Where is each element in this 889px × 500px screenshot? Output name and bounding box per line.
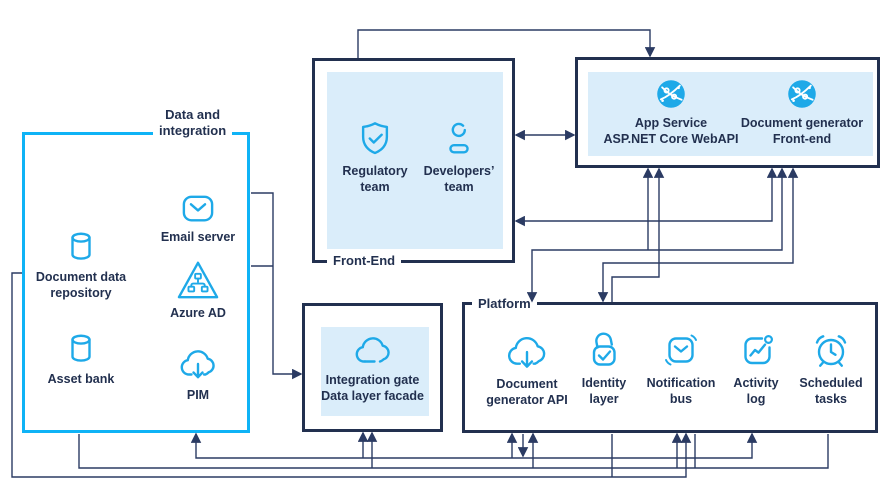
cloud-icon (348, 330, 398, 370)
group-data-and-integration: Data and integration Document data repos… (22, 106, 250, 433)
database-icon (64, 229, 98, 265)
node-label: Regulatory team (342, 164, 408, 194)
node-label: Scheduled tasks (799, 376, 863, 406)
person-icon (440, 119, 478, 159)
node-azure-ad: Azure AD (142, 259, 254, 321)
node-regulatory-team: Regulatory team (332, 119, 418, 195)
node-activity-log: Activity log (710, 330, 802, 407)
node-label: Document generator API (486, 377, 568, 407)
node-label: Developers’ team (423, 164, 495, 194)
node-label: Document data repository (35, 270, 127, 300)
group-front-end: Front-End Regulatory team Developers’ te… (312, 58, 515, 270)
node-document-data-repository: Document data repository (25, 229, 137, 301)
alarm-clock-icon (811, 330, 851, 370)
node-label: Notification bus (646, 376, 716, 406)
node-integration-gate: Integration gate Data layer facade (310, 330, 435, 404)
group-title-data-and-integration: Data and integration (153, 106, 233, 141)
node-app-service-webapi: App Service ASP.NET Core WebAPI (585, 78, 757, 147)
node-label: Integration gate Data layer facade (321, 373, 424, 403)
node-label: PIM (186, 388, 210, 402)
node-pim: PIM (142, 343, 254, 403)
node-scheduled-tasks: Scheduled tasks (785, 330, 877, 407)
group-platform: Platform Document generator API Identity… (462, 295, 878, 433)
group-app-services: App Service ASP.NET Core WebAPI Document… (575, 57, 880, 168)
cloud-download-icon (175, 343, 221, 383)
node-asset-bank: Asset bank (25, 331, 137, 387)
shield-check-icon (356, 119, 394, 159)
node-developers-team: Developers’ team (416, 119, 502, 195)
globe-icon (788, 80, 816, 108)
node-label: Email server (160, 230, 236, 244)
front-end-panel (327, 72, 503, 249)
globe-icon (657, 80, 685, 108)
envelope-icon (179, 193, 217, 225)
node-email-server: Email server (142, 193, 254, 245)
activity-log-icon (736, 330, 776, 370)
node-label: App Service ASP.NET Core WebAPI (603, 116, 739, 146)
group-integration-gate: Integration gate Data layer facade (302, 303, 443, 432)
node-document-generator-front-end: Document generator Front-end (726, 78, 878, 147)
cloud-download-icon (501, 329, 553, 373)
group-title-front-end: Front-End (327, 251, 402, 270)
app-services-panel (588, 72, 873, 156)
node-label: Asset bank (47, 372, 115, 386)
database-icon (64, 331, 98, 367)
notification-bus-icon (661, 330, 701, 370)
node-label: Document generator Front-end (740, 116, 864, 146)
node-label: Identity layer (581, 376, 627, 406)
node-label: Activity log (733, 376, 779, 406)
node-label: Azure AD (170, 306, 226, 320)
padlock-check-icon (584, 330, 624, 370)
group-title-platform: Platform (472, 295, 537, 314)
azure-ad-icon (176, 259, 220, 301)
